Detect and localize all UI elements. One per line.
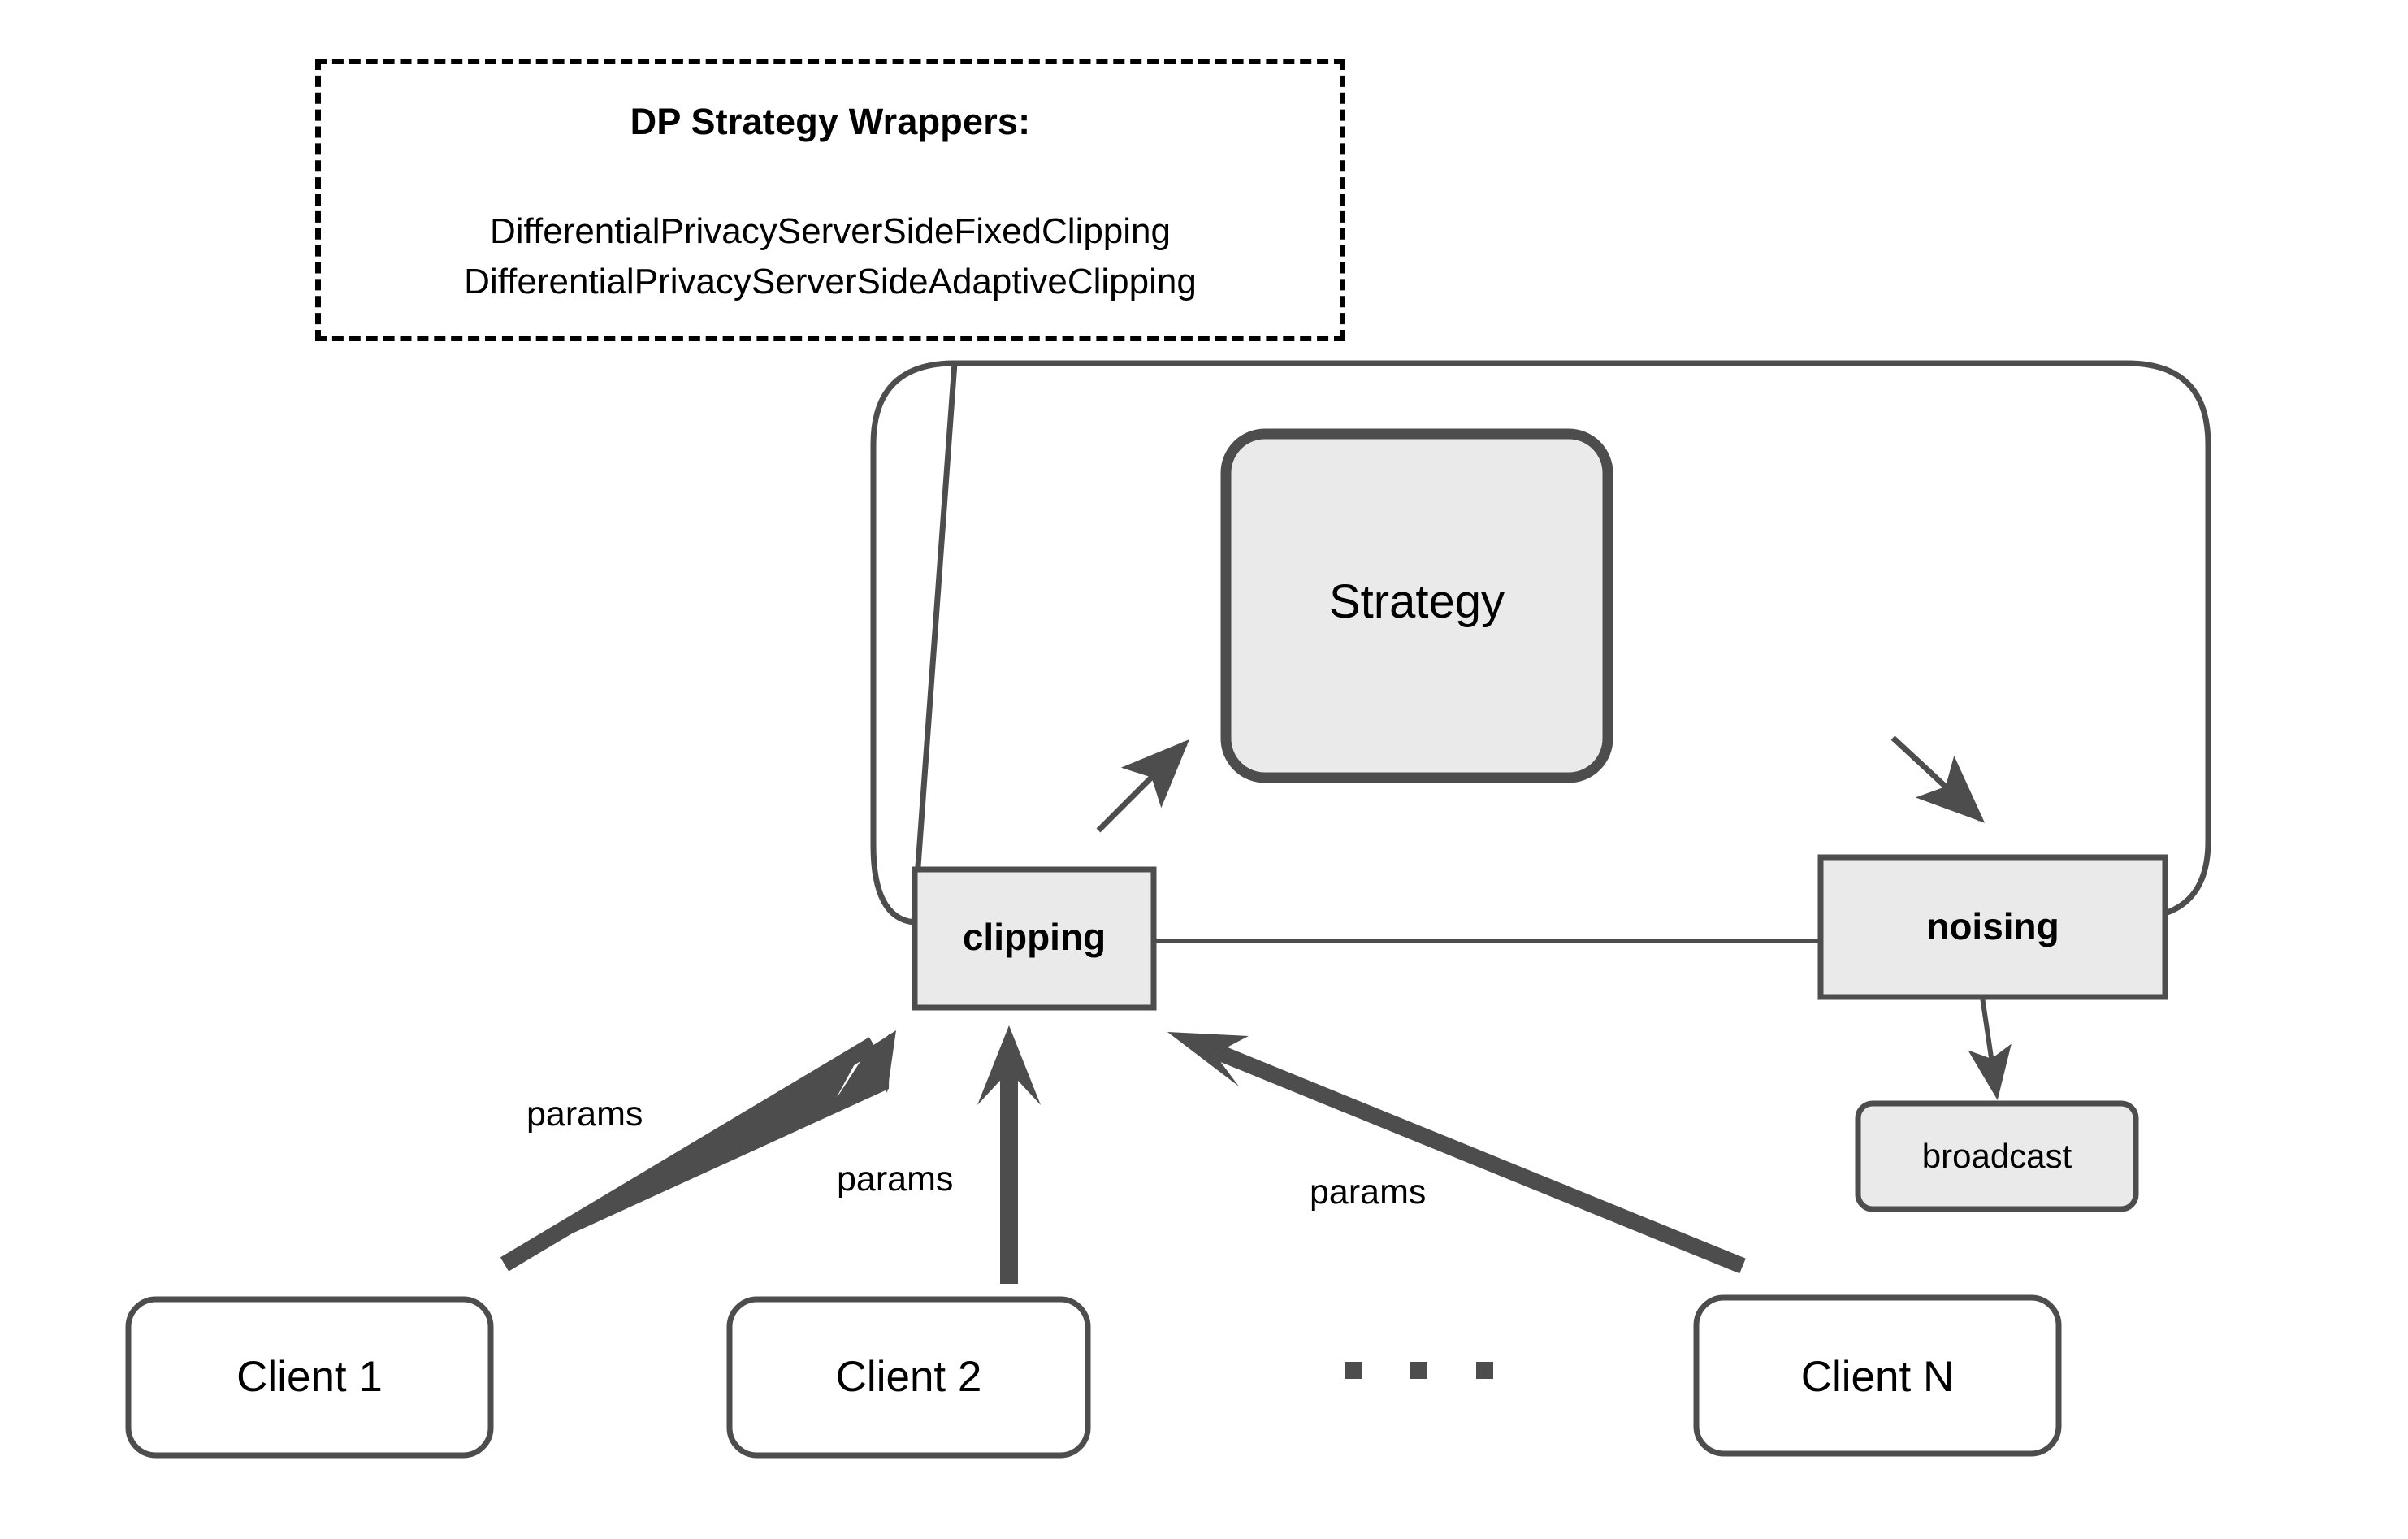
edge-clipping-to-strategy	[1096, 739, 1189, 833]
dp-strategy-wrappers-note	[315, 59, 1345, 341]
clipping-box[interactable]	[912, 866, 1157, 1011]
edge-client1-shaft	[500, 1037, 878, 1272]
ellipsis-square-2	[1410, 1362, 1427, 1379]
broadcast-box[interactable]	[1855, 1100, 2139, 1212]
client-box-n[interactable]	[1693, 1294, 2062, 1457]
edge-noising-to-broadcast	[1968, 996, 2012, 1100]
client-box-1[interactable]	[125, 1296, 494, 1459]
edge-client2-head	[977, 1025, 1041, 1105]
noising-box[interactable]	[1817, 854, 2168, 1000]
server-container-outline	[870, 360, 2211, 926]
edge-clientN-head	[1167, 1032, 1249, 1086]
client-box-2[interactable]	[726, 1296, 1091, 1459]
edge-client1-head-right	[864, 1030, 896, 1093]
ellipsis-square-3	[1476, 1362, 1493, 1379]
edge-clientN-shaft	[1213, 1043, 1746, 1274]
ellipsis-square-1	[1345, 1362, 1362, 1379]
edge-strategy-to-noising	[1890, 735, 1986, 823]
strategy-box[interactable]	[1220, 428, 1613, 783]
